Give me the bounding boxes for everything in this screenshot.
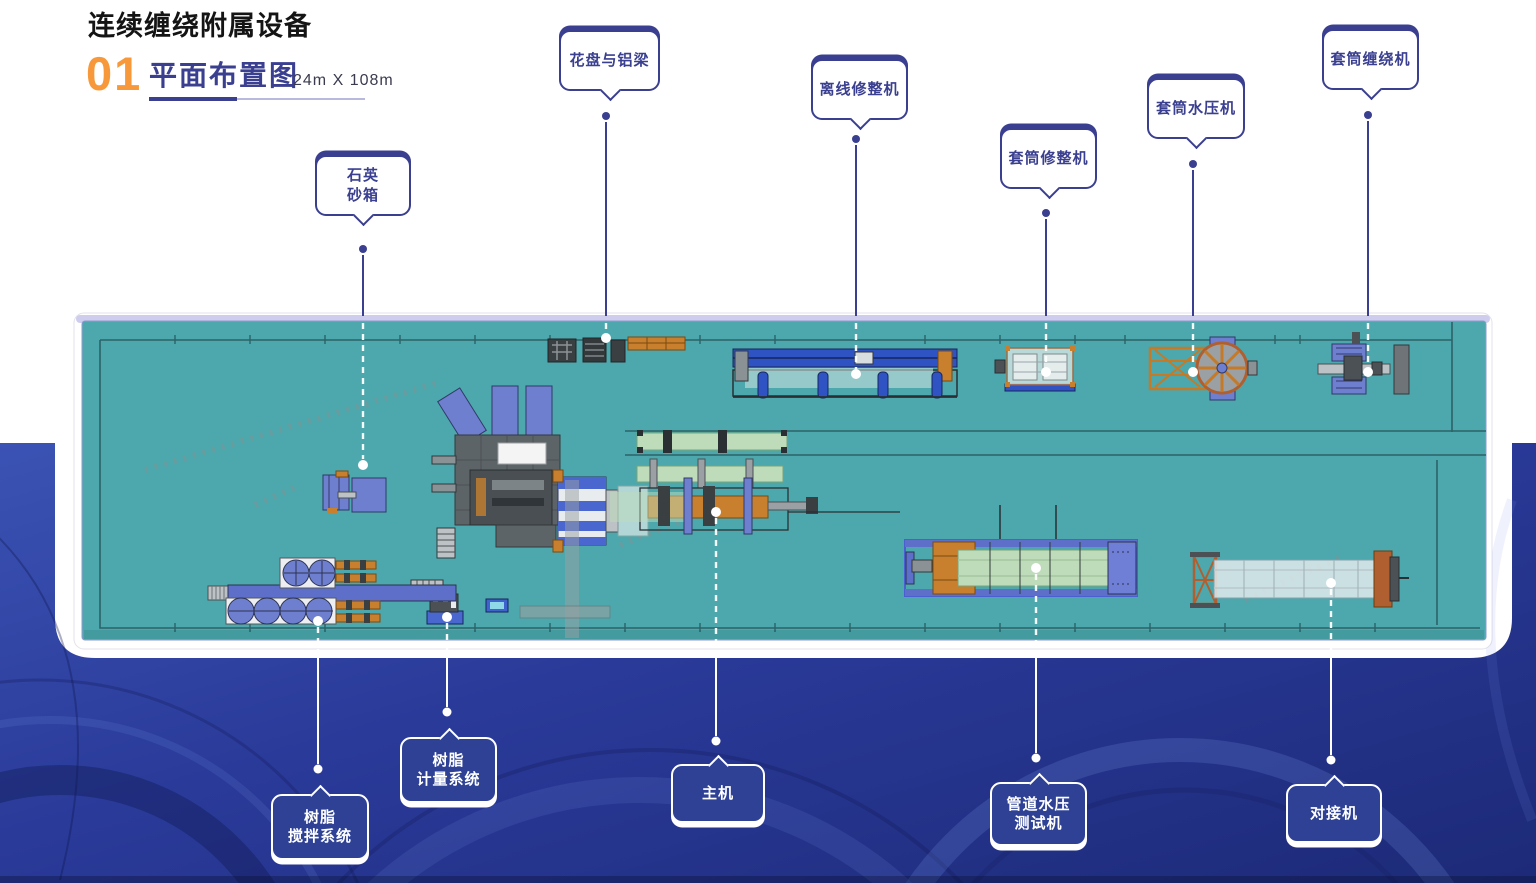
section-number: 01	[86, 47, 143, 100]
callout-offline-trimming-machine: 离线修整机	[811, 59, 908, 130]
callout-sleeve-hydraulic-press: 套筒水压机	[1147, 78, 1245, 149]
faceplate-aluminum-beam-drawing	[547, 336, 686, 363]
connectors	[313, 111, 1373, 774]
offline-trimming-machine-drawing	[732, 348, 958, 399]
connector-docking-machine	[1326, 578, 1336, 765]
connector-sleeve-trimming-machine	[1041, 209, 1051, 377]
connector-sleeve-winding-machine	[1363, 111, 1373, 377]
callout-label: 树脂 搅拌系统	[287, 808, 352, 846]
callout-docking-machine: 对接机	[1286, 774, 1382, 843]
dimensions-label: 24m X 108m	[293, 72, 394, 89]
callout-label: 套筒缠绕机	[1330, 50, 1411, 68]
callout-resin-metering-system: 树脂 计量系统	[400, 727, 497, 803]
connector-resin-metering-system	[442, 612, 452, 717]
callout-quartz-sand-box: 石英 砂箱	[315, 155, 411, 226]
connector-resin-mixing-system	[313, 616, 323, 774]
resin-mixing-system-drawing	[207, 557, 457, 625]
connector-pipeline-hydro-test-machine	[1031, 563, 1041, 763]
section-title: 平面布置图	[149, 60, 300, 91]
callout-main-machine: 主机	[671, 754, 765, 823]
section-underline-light	[237, 98, 365, 100]
connector-sleeve-hydraulic-press	[1188, 160, 1198, 377]
page-title: 连续缠绕附属设备	[88, 11, 312, 41]
connector-quartz-sand-box	[358, 245, 368, 470]
column-ticks	[174, 335, 1376, 632]
callout-label: 主机	[701, 784, 734, 802]
quartz-sand-box-drawing	[322, 470, 387, 513]
callout-sleeve-trimming-machine: 套筒修整机	[1000, 128, 1097, 199]
sleeve-hydraulic-press-drawing	[1148, 336, 1258, 401]
callout-label: 对接机	[1309, 804, 1358, 822]
callout-label: 石英 砂箱	[346, 167, 379, 204]
callout-faceplate-aluminum-beam: 花盘与铝梁	[559, 30, 660, 101]
callout-label: 花盘与铝梁	[569, 51, 650, 69]
pipeline-hydro-test-machine-drawing	[904, 505, 1138, 597]
connector-offline-trimming-machine	[851, 135, 861, 379]
connector-main-machine	[711, 507, 721, 746]
control-box-drawing	[485, 598, 509, 613]
callout-sleeve-winding-machine: 套筒缠绕机	[1322, 29, 1419, 100]
background-decoration	[0, 443, 1536, 883]
callout-resin-mixing-system: 树脂 搅拌系统	[271, 784, 369, 860]
callout-label: 离线修整机	[819, 80, 900, 98]
callout-pipeline-hydro-test-machine: 管道水压 测试机	[990, 772, 1087, 846]
callout-label: 管道水压 测试机	[1006, 795, 1071, 833]
callout-label: 套筒水压机	[1155, 99, 1236, 117]
sleeve-trimming-machine-drawing	[994, 346, 1076, 392]
section-underline-dark	[149, 97, 237, 101]
callout-label: 套筒修整机	[1008, 149, 1089, 167]
connector-faceplate-aluminum-beam	[601, 112, 611, 343]
floor-plan-card	[73, 312, 1493, 650]
sleeve-winding-machine-drawing	[1317, 332, 1410, 395]
docking-machine-drawing	[1190, 550, 1409, 608]
callout-label: 树脂 计量系统	[416, 751, 481, 789]
